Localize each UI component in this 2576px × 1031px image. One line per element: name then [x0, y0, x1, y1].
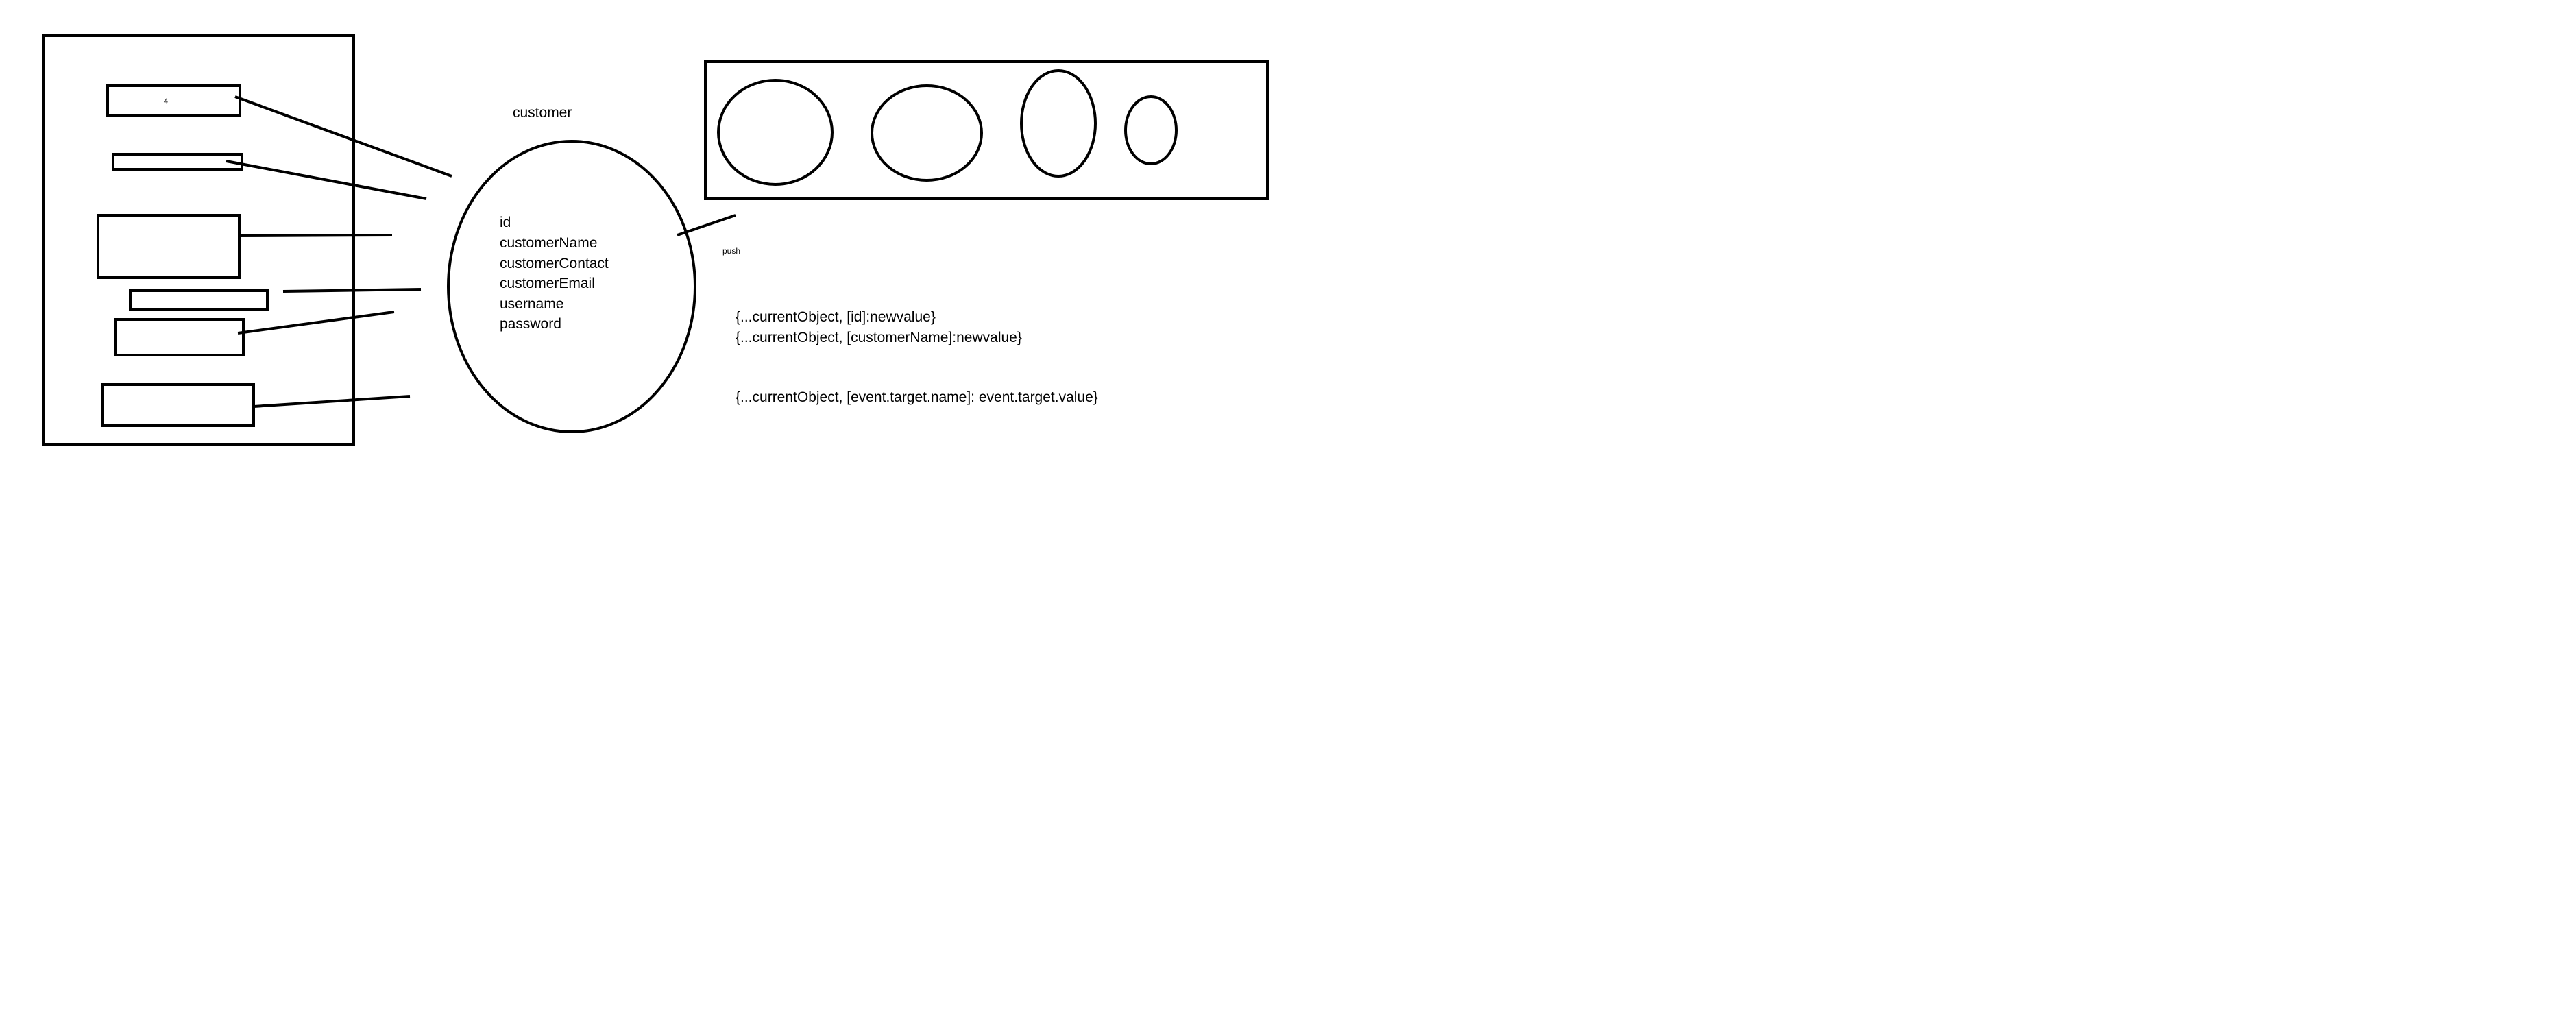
field-username: username — [500, 296, 563, 312]
code-snippets: {...currentObject, [id]:newvalue} {...cu… — [736, 309, 1098, 405]
customer-ellipse — [447, 140, 696, 433]
form-field-id-value: 4 — [164, 97, 168, 106]
connector-lines — [226, 95, 736, 408]
field-customer-contact: customerContact — [500, 256, 609, 271]
connector-id — [234, 95, 452, 178]
customer-object: customer id customerName customerContact… — [447, 105, 696, 433]
form-frame — [42, 34, 355, 446]
customer-array: push — [704, 60, 1269, 256]
form-panel: 4 — [42, 34, 355, 446]
form-field-customer-name — [112, 153, 243, 171]
connector-password — [253, 395, 411, 408]
form-field-username — [114, 318, 245, 356]
field-customer-name: customerName — [500, 235, 597, 251]
array-item-4 — [1124, 95, 1178, 165]
connector-customer-email — [282, 288, 422, 293]
form-field-id — [106, 84, 241, 117]
code-line-1: {...currentObject, [id]:newvalue} — [736, 309, 936, 325]
form-field-customer-email — [129, 289, 269, 311]
array-item-1 — [717, 79, 834, 186]
field-id: id — [500, 215, 511, 230]
field-customer-email: customerEmail — [500, 276, 595, 291]
connector-customer-name — [226, 160, 427, 200]
code-line-2: {...currentObject, [customerName]:newval… — [736, 330, 1022, 345]
form-field-password — [101, 383, 255, 427]
array-item-3 — [1020, 69, 1097, 178]
array-frame — [704, 60, 1269, 200]
array-item-2 — [871, 84, 983, 182]
connector-customer-contact — [237, 234, 393, 237]
connector-username — [237, 311, 395, 335]
push-label: push — [722, 246, 740, 256]
form-field-customer-contact — [97, 214, 241, 279]
customer-title: customer — [513, 105, 572, 121]
code-line-3: {...currentObject, [event.target.name]: … — [736, 389, 1098, 405]
field-password: password — [500, 316, 561, 332]
